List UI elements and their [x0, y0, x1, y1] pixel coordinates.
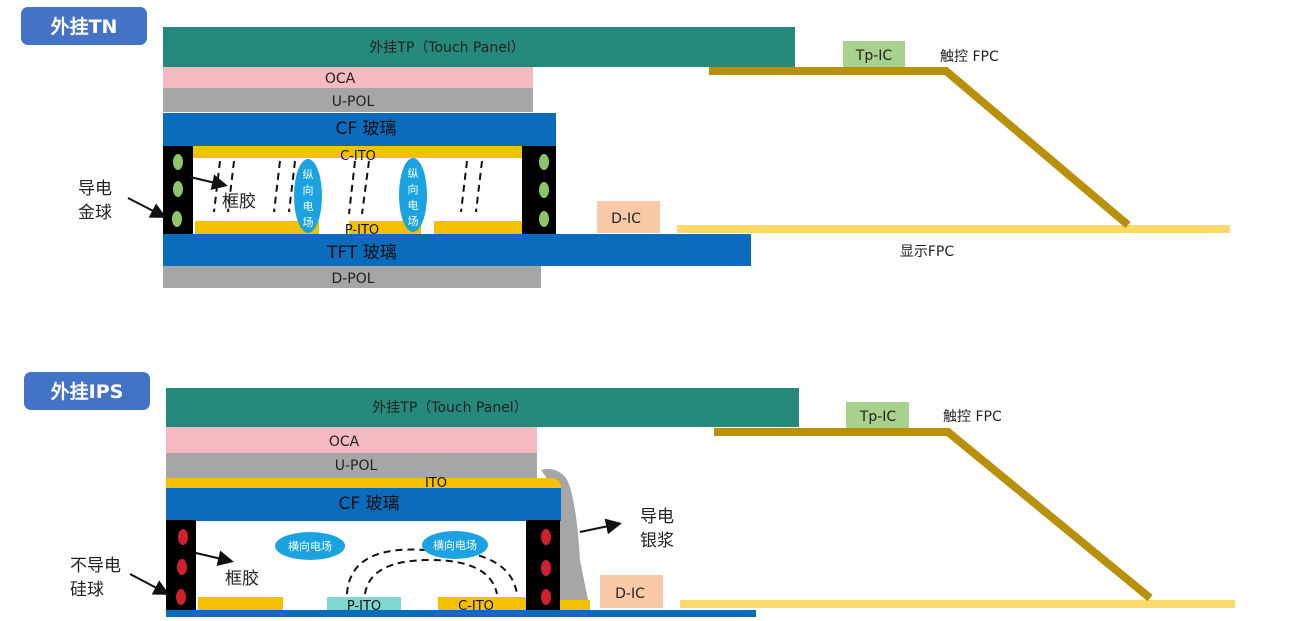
tn-field1-char: 纵: [303, 168, 314, 181]
tn-diagram: 外挂TN 外挂TP（Touch Panel） OCA U-POL CF 玻璃 C…: [21, 7, 1230, 288]
tn-tp-layer: [163, 27, 795, 67]
ips-touch-fpc-label: 触控 FPC: [943, 409, 1002, 425]
ips-upol-layer: [166, 453, 537, 478]
tn-ito-segment: [434, 221, 522, 234]
ips-p-ito: [327, 597, 401, 610]
ips-horizontal-field-2: [422, 531, 488, 559]
tn-tp-label: 外挂TP（Touch Panel）: [369, 40, 524, 56]
ips-field1-label: 横向电场: [288, 539, 332, 553]
ips-d-ic: [600, 575, 663, 608]
ips-horizontal-field-1: [275, 532, 345, 560]
ips-paste-label: 导电: [640, 507, 674, 527]
tn-sealant-arrow: [189, 174, 228, 191]
tn-d-ic-label: D-IC: [611, 211, 641, 227]
tn-dpol-layer: [163, 266, 541, 288]
ips-silver-paste: [541, 469, 590, 610]
ips-ball-arrow: [129, 573, 170, 595]
tn-tp-ic-label: Tp-IC: [855, 48, 893, 64]
ips-paste-label: 银浆: [640, 531, 674, 551]
tn-tp-ic: [843, 41, 905, 67]
tn-display-fpc-label: 显示FPC: [900, 244, 954, 260]
tn-ball-arrow: [127, 197, 167, 218]
ips-tft-glass: [166, 610, 756, 618]
tn-vertical-field-2: [399, 158, 427, 232]
tn-sealant-label: 框胶: [222, 192, 256, 212]
ips-c-ito: [438, 597, 526, 610]
ips-badge: [24, 372, 150, 410]
ips-d-ic-label: D-IC: [615, 586, 645, 602]
tn-vertical-field-1: [294, 159, 322, 233]
ips-tp-ic-label: Tp-IC: [859, 409, 897, 425]
tn-dpol-label: D-POL: [331, 271, 374, 287]
ips-tp-ic: [846, 402, 909, 428]
tn-gold-balls: [172, 154, 549, 227]
tn-touch-fpc: [709, 67, 1131, 229]
tn-c-ito-label: C-ITO: [340, 149, 376, 164]
ips-sealant-label: 框胶: [225, 569, 259, 589]
tn-oca-label: OCA: [325, 71, 356, 87]
tn-field1-char: 场: [303, 215, 314, 229]
tn-cf-glass: [163, 113, 556, 147]
tn-display-fpc: [677, 225, 1230, 233]
tn-field1-char: 电: [303, 200, 314, 213]
tn-ito-segment: [349, 221, 421, 234]
ips-field-arcs: [346, 548, 518, 595]
tn-gold-ball-label: 导电: [78, 179, 112, 199]
tn-field1-char: 向: [303, 183, 314, 197]
ips-field2-label: 横向电场: [433, 538, 477, 552]
tn-field2-char: 向: [408, 182, 419, 196]
ips-display-fpc: [680, 600, 1235, 608]
ips-ito-layer: [166, 478, 561, 488]
tn-oca-layer: [163, 67, 533, 88]
tn-field2-char: 纵: [408, 167, 419, 180]
ips-touch-fpc: [714, 428, 1153, 602]
tn-badge-label: 外挂TN: [51, 15, 118, 38]
ips-cf-label: CF 玻璃: [338, 494, 399, 514]
ips-oca-label: OCA: [329, 434, 360, 450]
ips-badge-label: 外挂IPS: [51, 380, 124, 403]
tn-d-ic: [597, 201, 660, 233]
ips-tp-layer: [166, 388, 799, 427]
tn-touch-fpc-label: 触控 FPC: [940, 49, 999, 65]
ips-ito-segment: [198, 597, 283, 610]
tn-badge: [21, 7, 147, 45]
ips-paste-arrow: [579, 518, 622, 535]
ips-silica-ball-label: 硅球: [70, 580, 104, 600]
ips-sealant-arrow: [195, 550, 234, 567]
tn-field2-char: 电: [408, 199, 419, 212]
ips-cf-glass: [166, 488, 561, 521]
ips-ito-segment: [560, 600, 590, 610]
ips-silica-ball-label: 不导电: [70, 556, 121, 576]
tn-tft-glass: [163, 234, 751, 266]
tn-tft-label: TFT 玻璃: [326, 243, 397, 263]
tn-ito-segment: [195, 221, 279, 234]
tn-upol-layer: [163, 88, 533, 112]
tn-gold-ball-label: 金球: [78, 203, 112, 223]
tn-upol-label: U-POL: [332, 94, 375, 110]
tn-cf-label: CF 玻璃: [335, 119, 396, 139]
ips-upol-label: U-POL: [335, 458, 378, 474]
ips-ito-label: ITO: [425, 476, 447, 491]
tn-field2-char: 场: [408, 214, 419, 228]
tn-c-ito: [193, 146, 522, 158]
ips-oca-layer: [166, 427, 537, 453]
ips-tp-label: 外挂TP（Touch Panel）: [372, 400, 527, 416]
ips-diagram: 外挂IPS 外挂TP（Touch Panel） OCA U-POL ITO CF…: [24, 372, 1235, 618]
ips-silica-balls: [176, 529, 551, 605]
